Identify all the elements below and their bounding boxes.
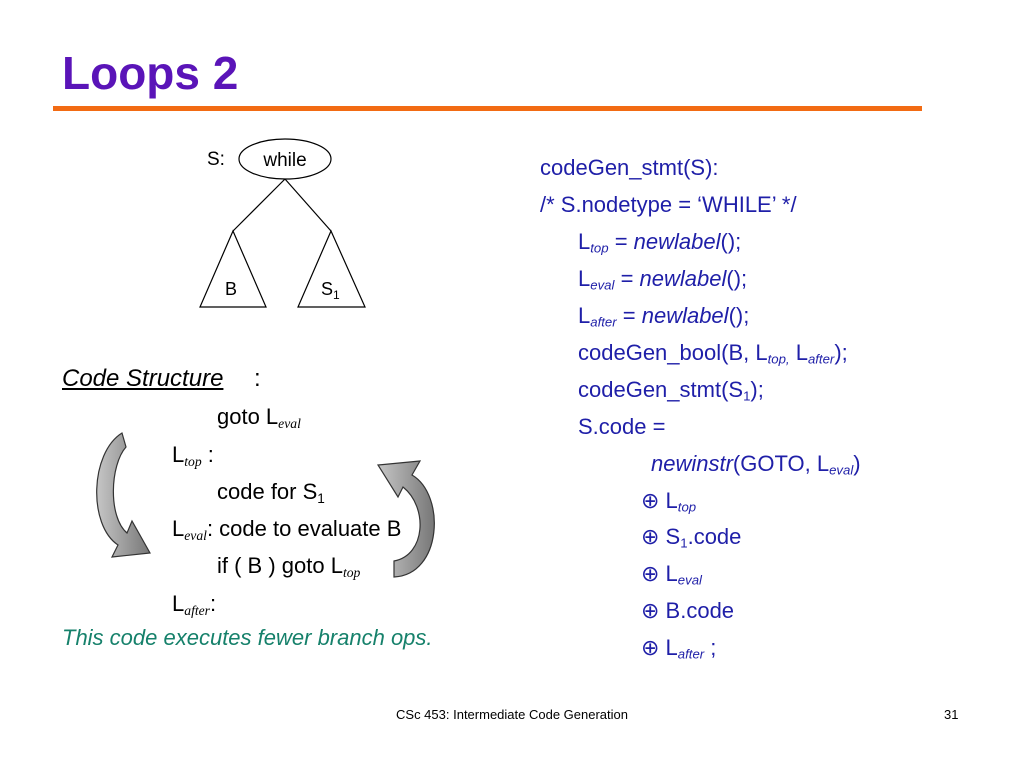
cs-line-l-after: Lafter: — [172, 591, 217, 618]
edge-left — [232, 178, 286, 232]
code-line-5: Lafter = newlabel(); — [578, 303, 750, 330]
while-tree-diagram: S: while B S1 — [199, 138, 366, 308]
code-line-4: Leval = newlabel(); — [578, 266, 748, 293]
edge-right — [284, 178, 332, 232]
tree-label: S: — [207, 149, 225, 170]
code-line-2: /* S.nodetype = ‘WHILE’ */ — [540, 192, 797, 217]
while-node-label: while — [262, 150, 306, 171]
code-line-6: codeGen_bool(B, Ltop, Lafter); — [578, 340, 848, 367]
code-line-10: ⊕ Ltop — [641, 488, 697, 515]
subtree-s1-label: S1 — [321, 279, 340, 302]
subtree-b-label: B — [225, 279, 237, 299]
code-line-14: ⊕ Lafter ; — [641, 635, 717, 662]
cs-line-l-eval: Leval: code to evaluate B — [172, 516, 402, 543]
code-line-1: codeGen_stmt(S): — [540, 155, 719, 180]
code-line-13: ⊕ B.code — [641, 598, 735, 623]
subtree-s1 — [297, 229, 366, 308]
code-line-8: S.code = — [578, 414, 666, 439]
code-structure-colon: : — [254, 365, 261, 392]
code-structure-heading: Code Structure — [62, 365, 224, 392]
right-arrow — [376, 460, 435, 578]
cs-line-if-goto-top: if ( B ) goto Ltop — [217, 553, 361, 580]
loop-arrows — [96, 432, 435, 578]
cs-line-goto-eval: goto Leval — [217, 404, 301, 431]
code-line-9: newinstr(GOTO, Leval) — [651, 451, 861, 478]
slide-footer: CSc 453: Intermediate Code Generation — [396, 707, 628, 722]
slide-title: Loops 2 — [62, 47, 239, 99]
cs-line-l-top: Ltop : — [172, 442, 214, 469]
title-rule — [53, 106, 922, 111]
code-line-12: ⊕ Leval — [641, 561, 702, 588]
left-arrow — [96, 432, 151, 558]
code-line-7: codeGen_stmt(S1); — [578, 377, 764, 404]
code-line-11: ⊕ S1.code — [641, 524, 742, 551]
branch-ops-note: This code executes fewer branch ops. — [62, 625, 433, 650]
subtree-b — [199, 229, 267, 308]
cs-line-code-for-s1: code for S1 — [217, 479, 325, 506]
page-number: 31 — [944, 707, 959, 722]
code-line-3: Ltop = newlabel(); — [578, 229, 742, 256]
